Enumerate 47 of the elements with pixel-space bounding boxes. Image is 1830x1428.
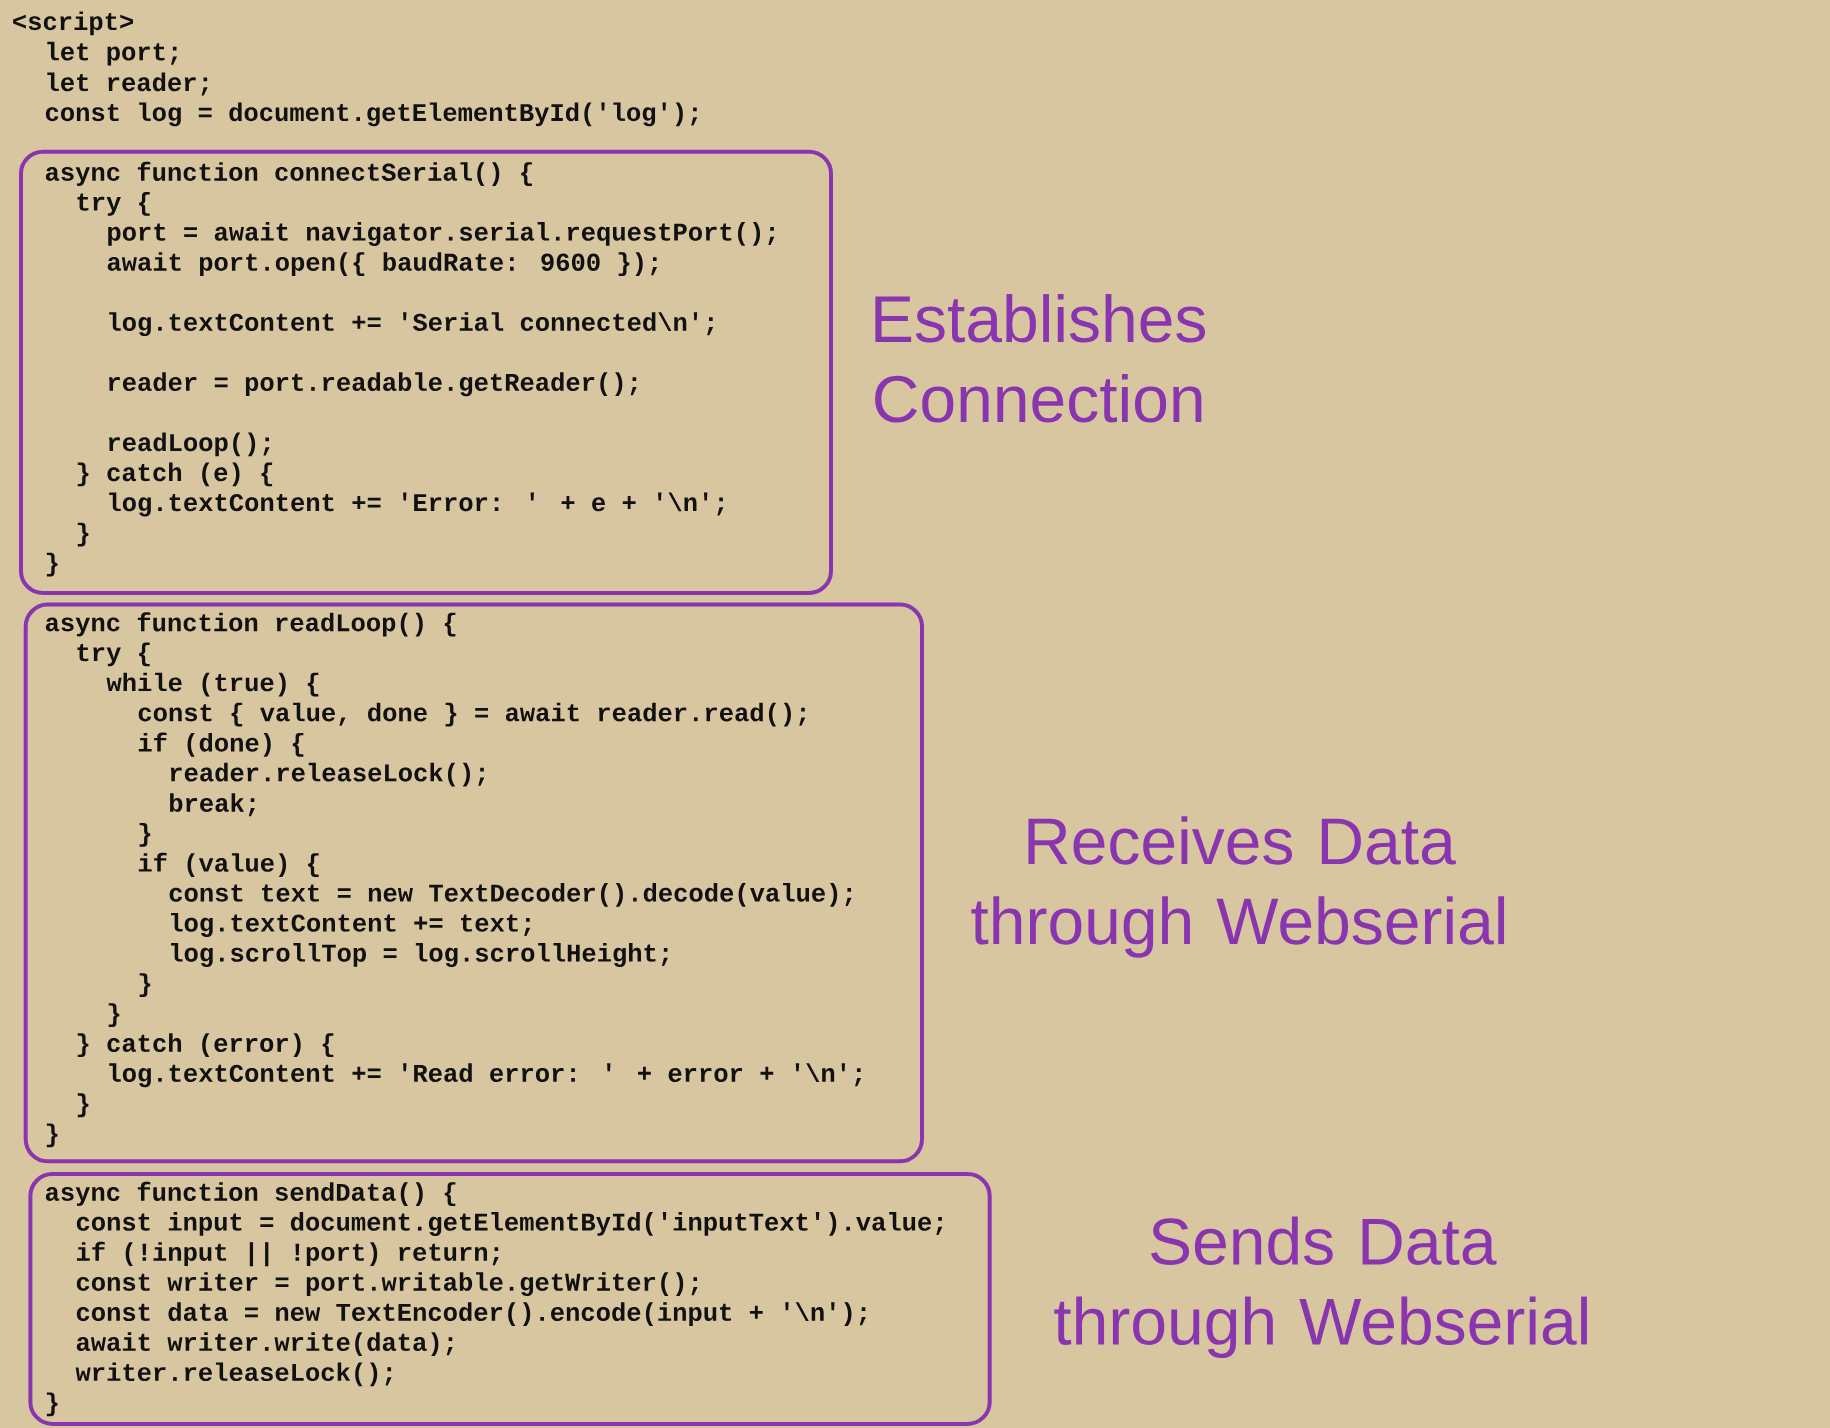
annotation-text: Sends Data through Webserial xyxy=(1054,1216,1587,1359)
code-line: } xyxy=(108,1003,120,1027)
code-line: await port.open({ baudRate: 9600 }); xyxy=(107,252,658,276)
code-box xyxy=(28,1172,992,1426)
code-line: const log = document.getElementById('log'); xyxy=(45,102,698,127)
code-line: break; xyxy=(170,793,255,817)
code-line: const text = new TextDecoder().decode(value); xyxy=(169,883,852,907)
code-line: } xyxy=(139,822,151,847)
code-line: if (done) { xyxy=(138,732,304,757)
code-box xyxy=(19,149,833,595)
code-line: } catch (e) { xyxy=(77,462,273,487)
code-line: async function connectSerial() { xyxy=(45,161,532,186)
code-line: async function readLoop() { xyxy=(45,612,456,637)
code-line: const input = document.getElementById('inputText').value; xyxy=(76,1212,943,1236)
code-line: readLoop(); xyxy=(108,432,270,457)
code-line: let port; xyxy=(47,41,178,66)
code-line: } xyxy=(46,1392,58,1417)
code-line: log.scrollTop = log.scrollHeight; xyxy=(171,943,668,967)
code-line: if (!input || !port) return; xyxy=(76,1241,499,1267)
code-line: <script> xyxy=(13,11,134,36)
annotation-text: Receives Data through Webserial xyxy=(971,816,1505,958)
code-line: if (value) { xyxy=(138,852,319,877)
code-line: log.textContent += 'Serial connected\n'; xyxy=(109,312,714,337)
code-line: const data = new TextEncoder().encode(input + '\n'); xyxy=(76,1302,866,1327)
code-line: } xyxy=(77,1093,89,1118)
code-line: } xyxy=(77,522,89,547)
code-line: const writer = port.writable.getWriter(); xyxy=(76,1272,698,1297)
code-line: try { xyxy=(77,192,150,216)
code-line: reader.releaseLock(); xyxy=(170,762,485,787)
code-line: } xyxy=(139,973,151,997)
annotation-text: Establishes Connection xyxy=(875,294,1206,423)
code-line: while (true) { xyxy=(106,672,319,697)
code-line: } xyxy=(46,1123,58,1148)
code-line: } catch (error) { xyxy=(77,1033,334,1057)
code-line: let reader; xyxy=(47,72,208,96)
code-line: port = await navigator.serial.requestPort(); xyxy=(108,222,775,246)
code-line: } xyxy=(46,552,58,577)
code-line: const { value, done } = await reader.read(); xyxy=(138,702,806,727)
code-line: log.textContent += 'Error: ' + e + '\n'; xyxy=(109,492,724,517)
code-line: try { xyxy=(77,642,150,667)
code-line: log.textContent += 'Read error: ' + error + '\n'; xyxy=(109,1063,862,1088)
code-box xyxy=(23,602,924,1164)
code-line: log.textContent += text; xyxy=(171,913,531,937)
code-line: await writer.write(data); xyxy=(76,1332,453,1357)
code-line: async function sendData() { xyxy=(45,1181,456,1206)
code-line: writer.releaseLock(); xyxy=(75,1362,392,1387)
code-line: reader = port.readable.getReader(); xyxy=(108,372,637,397)
